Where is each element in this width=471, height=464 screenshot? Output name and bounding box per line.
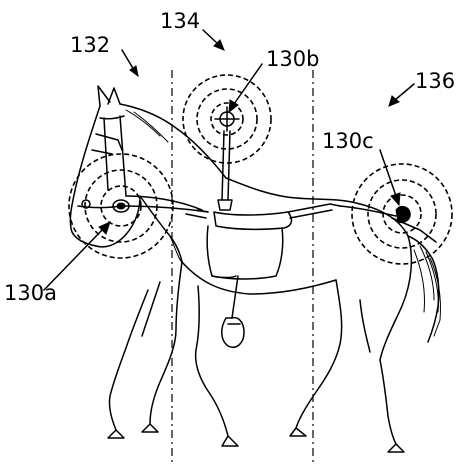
- leader-lines: [43, 29, 415, 291]
- sensor-head: [68, 153, 174, 259]
- bridle: [77, 115, 209, 213]
- label-zone-right: 136: [415, 69, 455, 93]
- sensor-back: [182, 74, 272, 211]
- label-zone-middle: 134: [160, 9, 200, 33]
- label-sensor-tail: 130c: [322, 129, 374, 153]
- label-sensor-back: 130b: [266, 47, 319, 71]
- saddle: [185, 203, 397, 348]
- horse-outline: [69, 85, 441, 453]
- label-sensor-head: 130a: [4, 281, 57, 305]
- label-zone-left: 132: [70, 33, 110, 57]
- sensor-tail: [351, 163, 453, 265]
